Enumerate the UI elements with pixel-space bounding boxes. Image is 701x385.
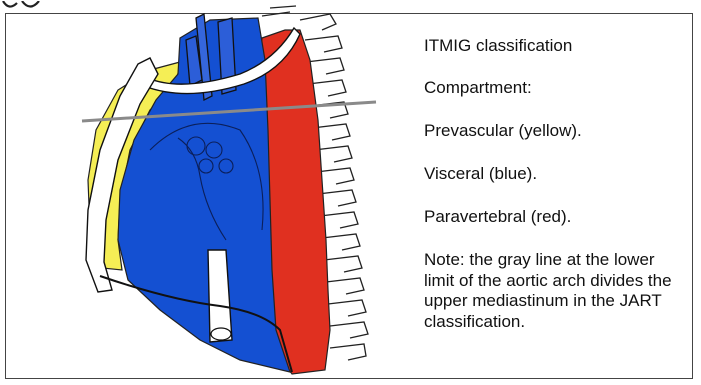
- esophagus-opening: [211, 328, 231, 340]
- legend-paravertebral: Paravertebral (red).: [424, 207, 571, 227]
- legend-prevascular: Prevascular (yellow).: [424, 121, 582, 141]
- legend-title: ITMIG classification: [424, 36, 572, 56]
- legend-compartment: Compartment:: [424, 78, 532, 98]
- legend-note: Note: the gray line at the lower limit o…: [424, 250, 674, 332]
- mediastinum-diagram: [0, 0, 420, 385]
- legend-visceral: Visceral (blue).: [424, 164, 537, 184]
